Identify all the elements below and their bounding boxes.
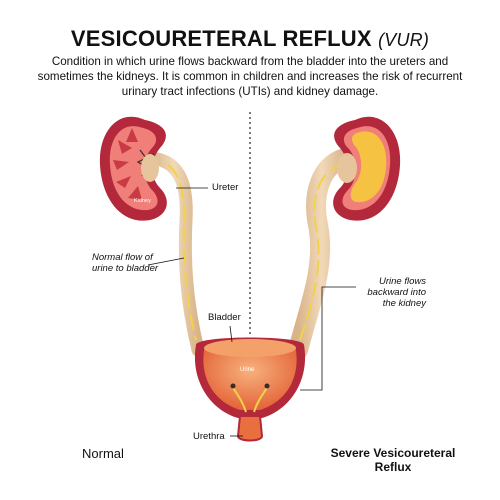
left-ureter [143,151,205,357]
caption-normal: Normal [82,446,124,461]
caption-severe-vur: Severe Vesicoureteral Reflux [330,446,456,474]
description: Condition in which urine flows backward … [37,55,463,98]
ureter-label: Ureter [212,182,239,193]
urethra-label: Urethra [193,431,225,442]
backward-flow-label: Urine flows backward into the kidney [367,276,426,309]
right-flow-arrow [299,164,339,341]
page-title: VESICOURETERAL REFLUX (VUR) [0,26,500,52]
title-text: VESICOURETERAL REFLUX [70,26,372,51]
bladder-leader [229,325,233,343]
urine-inline-label: Urine [240,367,255,373]
left-kidney [99,116,167,221]
title-abbreviation: (VUR) [378,30,430,50]
normal-flow-leader [147,257,185,266]
right-kidney [333,116,401,221]
bladder [194,337,306,442]
left-flow-arrow [167,164,197,341]
right-ureter [288,148,355,360]
kidney-inline-label: Kidney [134,198,151,204]
backflow-leader [300,286,356,391]
normal-flow-label: Normal flow of urine to bladder [92,252,159,274]
bladder-label: Bladder [208,312,241,323]
